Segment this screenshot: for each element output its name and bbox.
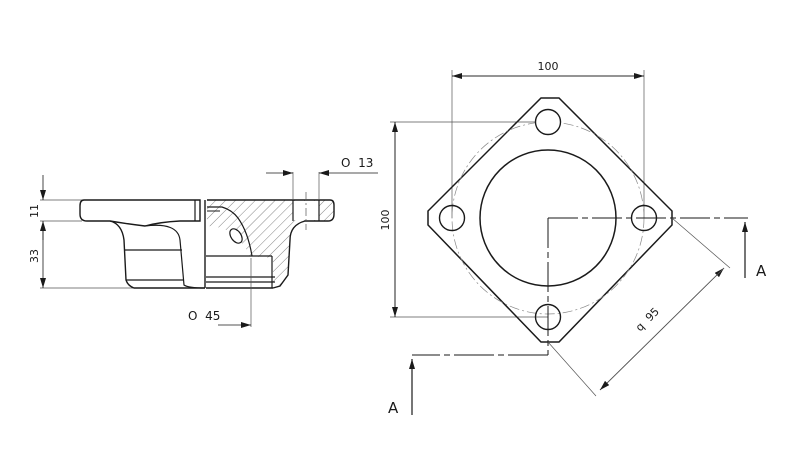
square-flange-outline [427,97,673,343]
dim-height-label: 100 [379,210,392,231]
section-label-left: A [388,399,399,417]
port-hole [229,228,243,244]
dim-width-label: 100 [538,60,559,73]
bolt-hole-top [534,108,562,136]
dim-hole-diameter-label: O 13 [341,156,373,170]
section-label-right: A [756,262,767,280]
dim-flange-thickness-label: 11 [28,204,41,218]
top-view: 100 100 A A q 95 [379,60,767,417]
dim-bore-diameter-label: O 45 [188,309,220,323]
section-line-a-a: A A [388,217,767,417]
dim-bolt-circle-label: q 95 [633,305,662,334]
bolt-hole-left [438,204,466,232]
side-section-view: 11 33 O 13 O 45 [28,156,378,328]
dim-body-height-label: 33 [28,249,41,263]
